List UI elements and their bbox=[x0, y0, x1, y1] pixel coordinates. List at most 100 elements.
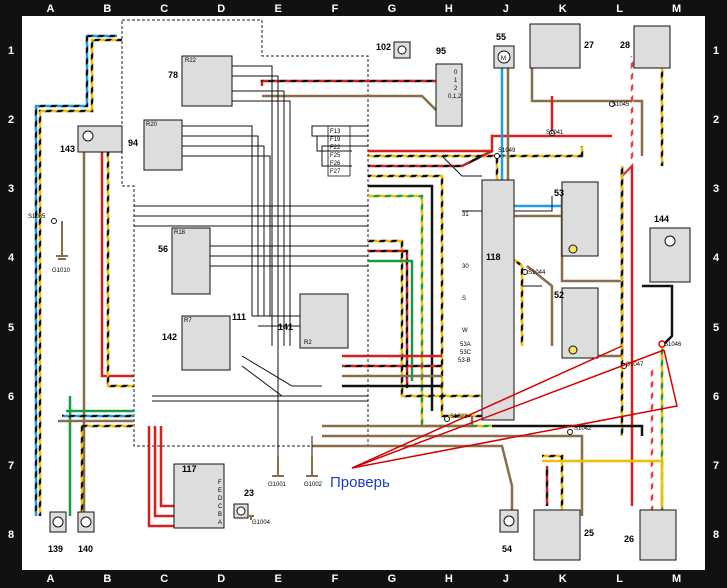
grid-column-M-bottom: M bbox=[671, 573, 682, 585]
grid-column-D-bottom: D bbox=[217, 573, 226, 585]
grid-row-6-right: 6 bbox=[712, 390, 720, 403]
grid-row-8-left: 8 bbox=[7, 529, 15, 542]
grid-row-4-left: 4 bbox=[7, 252, 15, 265]
grid-column-J-top: J bbox=[502, 3, 509, 15]
grid-row-3-left: 3 bbox=[7, 183, 15, 196]
component-139-motor: 139 bbox=[48, 511, 67, 554]
grid-row-5-right: 5 bbox=[712, 321, 720, 334]
pin-53c: 53C bbox=[460, 350, 472, 356]
grid-row-1-left: 1 bbox=[7, 44, 15, 57]
grounds: G1010 G1001 G1002 G1004 bbox=[52, 221, 323, 526]
label-102: 102 bbox=[376, 42, 391, 52]
grid-column-F-bottom: F bbox=[331, 573, 339, 585]
component-55-motor: M 55 bbox=[493, 32, 515, 69]
component-102: 102 bbox=[376, 41, 411, 59]
relay-r7: R7 bbox=[184, 318, 192, 324]
component-143-motor: 143 bbox=[60, 125, 123, 154]
connector-118-pins: 31 30 S W 53A 53C 53-B bbox=[458, 212, 472, 364]
grid-column-B-bottom: B bbox=[103, 573, 112, 585]
label-144: 144 bbox=[654, 214, 669, 224]
grid-column-L-bottom: L bbox=[616, 573, 623, 585]
splice-s1049: S1049 bbox=[498, 148, 516, 154]
label-78: 78 bbox=[168, 70, 178, 80]
relay-r18: R18 bbox=[174, 230, 186, 236]
component-26: 26 bbox=[624, 509, 677, 561]
grid-column-H-bottom: H bbox=[444, 573, 453, 585]
ground-g1001: G1001 bbox=[268, 482, 287, 488]
grid-column-C-top: C bbox=[160, 3, 169, 15]
splice-s1085: S1085 bbox=[28, 214, 46, 220]
splice-s1047: S1047 bbox=[626, 362, 644, 368]
grid-row-2-right: 2 bbox=[712, 113, 720, 126]
grid-column-E-bottom: E bbox=[274, 573, 282, 585]
grid-column-K-top: K bbox=[558, 3, 567, 15]
component-118-connector: 118 bbox=[481, 179, 515, 421]
pin-53a: 53A bbox=[460, 342, 471, 348]
grid-row-7-right: 7 bbox=[712, 460, 720, 473]
label-55: 55 bbox=[496, 32, 506, 42]
splice-s1022: S1022 bbox=[450, 414, 468, 420]
label-143: 143 bbox=[60, 144, 75, 154]
fuse-f25: F25 bbox=[330, 153, 341, 159]
grid-column-G-top: G bbox=[387, 3, 397, 15]
ground-g1002: G1002 bbox=[304, 482, 323, 488]
grid-row-7-left: 7 bbox=[7, 460, 15, 473]
fuse-box-outline bbox=[121, 19, 369, 447]
component-141-relay: 141 R2 bbox=[278, 293, 349, 349]
splice-s1042: S1042 bbox=[574, 426, 592, 432]
splice-s1046: S1046 bbox=[664, 342, 682, 348]
switch-pos-012: 0,1,2 bbox=[448, 94, 462, 100]
grid-column-L-top: L bbox=[616, 3, 623, 15]
component-95-switch: 95 0 1 2 0,1,2 bbox=[435, 46, 463, 127]
fuse-f19: F19 bbox=[330, 137, 341, 143]
switch-pos-1: 1 bbox=[454, 78, 458, 84]
label-142: 142 bbox=[162, 332, 177, 342]
component-28: 28 bbox=[620, 25, 671, 69]
terminal-b: B bbox=[218, 512, 222, 518]
svg-text:M: M bbox=[501, 56, 506, 62]
grid-column-G-bottom: G bbox=[387, 573, 397, 585]
fuse-f22: F22 bbox=[330, 145, 341, 151]
component-111: 111 bbox=[232, 312, 246, 322]
component-56-relay: 56 R18 bbox=[158, 227, 211, 295]
grid-column-B-top: B bbox=[103, 3, 112, 15]
component-25: 25 bbox=[533, 509, 594, 561]
component-144: 144 bbox=[649, 214, 691, 283]
switch-pos-2: 2 bbox=[454, 86, 458, 92]
annotation-text: Проверь bbox=[330, 474, 390, 491]
splice-s1041: S1041 bbox=[546, 130, 564, 136]
fuse-f13: F13 bbox=[330, 129, 341, 135]
fuse-block: F13 F19 F22 F25 F26 F27 bbox=[327, 125, 351, 177]
grid-row-3-right: 3 bbox=[712, 183, 720, 196]
grid-column-C-bottom: C bbox=[160, 573, 169, 585]
label-25: 25 bbox=[584, 528, 594, 538]
wires bbox=[34, 34, 674, 528]
grid-row-5-left: 5 bbox=[7, 321, 15, 334]
grid-column-A-bottom: A bbox=[46, 573, 55, 585]
wiring-diagram: 102 95 0 1 2 0,1,2 M 55 27 28 78 R22 94 … bbox=[28, 19, 691, 561]
component-142-relay: 142 R7 bbox=[162, 315, 231, 371]
ground-g1004: G1004 bbox=[252, 520, 271, 526]
terminal-c: C bbox=[218, 504, 223, 510]
label-56: 56 bbox=[158, 244, 168, 254]
terminal-e: E bbox=[218, 488, 222, 494]
label-95: 95 bbox=[436, 46, 446, 56]
wiring-diagram-board: 102 95 0 1 2 0,1,2 M 55 27 28 78 R22 94 … bbox=[22, 16, 705, 570]
label-53: 53 bbox=[554, 188, 564, 198]
label-139: 139 bbox=[48, 544, 63, 554]
terminal-d: D bbox=[218, 496, 223, 502]
switch-pos-0: 0 bbox=[454, 70, 458, 76]
component-52: 52 bbox=[554, 287, 599, 359]
grid-column-E-top: E bbox=[274, 3, 282, 15]
label-27: 27 bbox=[584, 40, 594, 50]
component-78-relay: 78 R22 bbox=[168, 55, 233, 107]
label-141: 141 bbox=[278, 322, 293, 332]
grid-row-1-right: 1 bbox=[712, 44, 720, 57]
label-117: 117 bbox=[182, 464, 197, 474]
splice-s1045: S1045 bbox=[612, 102, 630, 108]
relay-r2: R2 bbox=[304, 340, 312, 346]
component-140-motor: 140 bbox=[77, 511, 95, 554]
component-27: 27 bbox=[529, 23, 594, 69]
pin-30: 30 bbox=[462, 264, 469, 270]
pin-w: W bbox=[462, 328, 468, 334]
